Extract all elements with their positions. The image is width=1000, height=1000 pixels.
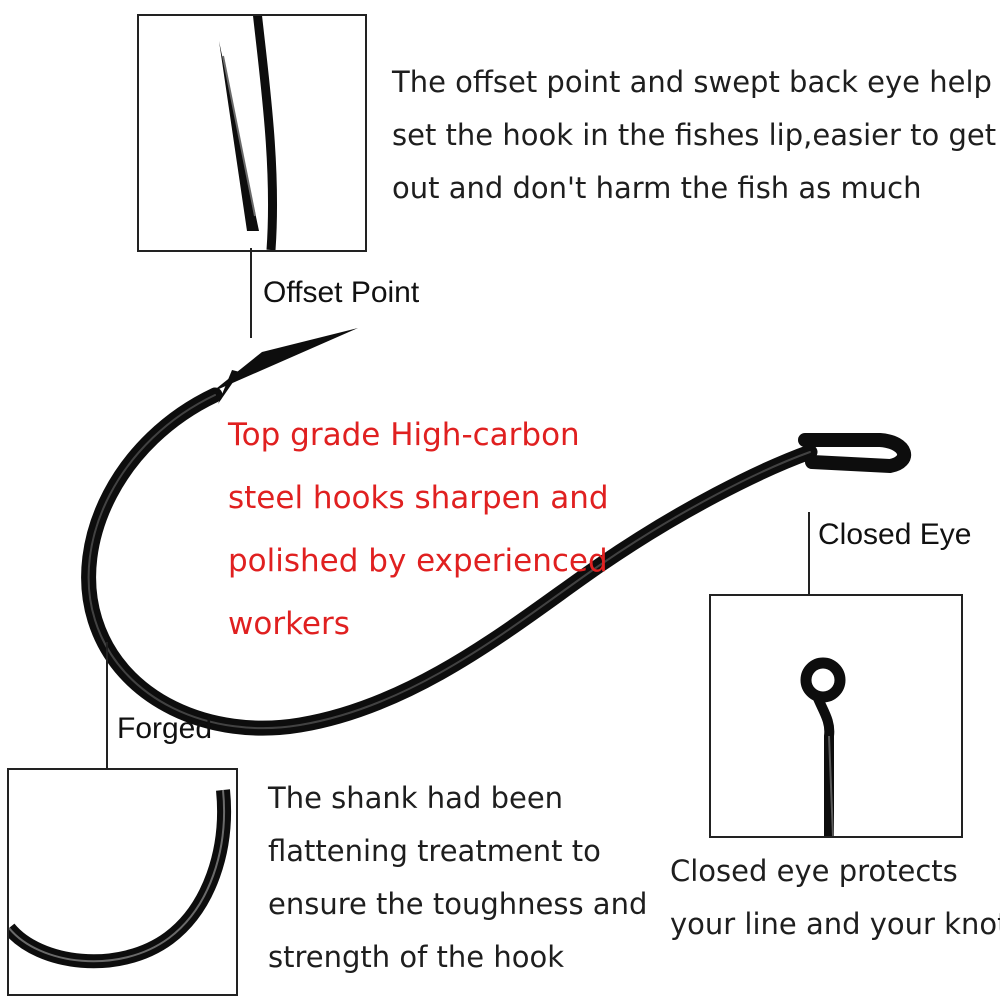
closed-eye-detail-box (709, 594, 963, 838)
offset-point-connector (250, 248, 252, 338)
eye-description-line1: Closed eye protects (670, 854, 958, 888)
top-description-line2: set the hook in the fishes lip,easier to… (392, 118, 997, 152)
center-text-line1: Top grade High-carbon (228, 417, 580, 453)
hook-eye (798, 433, 911, 474)
top-description-line1: The offset point and swept back eye help (392, 65, 992, 99)
shank-description-line3: ensure the toughness and (268, 887, 648, 921)
closed-eye-closeup-icon (800, 657, 846, 836)
shank-description-line4: strength of the hook (268, 940, 565, 974)
forged-shank-closeup-icon (9, 789, 231, 969)
offset-point-label: Offset Point (263, 276, 420, 309)
closed-eye-label: Closed Eye (818, 518, 972, 551)
center-text-line2: steel hooks sharpen and (228, 480, 609, 516)
shank-description-line1: The shank had been (268, 781, 564, 815)
forged-label: Forged (117, 712, 213, 745)
shank-description-line2: flattening treatment to (268, 834, 601, 868)
center-text-line3: polished by experienced (228, 543, 608, 579)
forged-detail-box (7, 768, 238, 996)
closed-eye-connector (808, 512, 810, 594)
forged-connector (106, 642, 108, 768)
hook-barb (218, 370, 240, 404)
offset-point-detail-box (137, 14, 367, 252)
hook-point (212, 328, 358, 392)
eye-description-line2: your line and your knot (670, 907, 1000, 941)
center-text-line4: workers (228, 606, 350, 642)
top-description-line3: out and don't harm the fish as much (392, 171, 922, 205)
offset-point-closeup-icon (219, 16, 278, 250)
